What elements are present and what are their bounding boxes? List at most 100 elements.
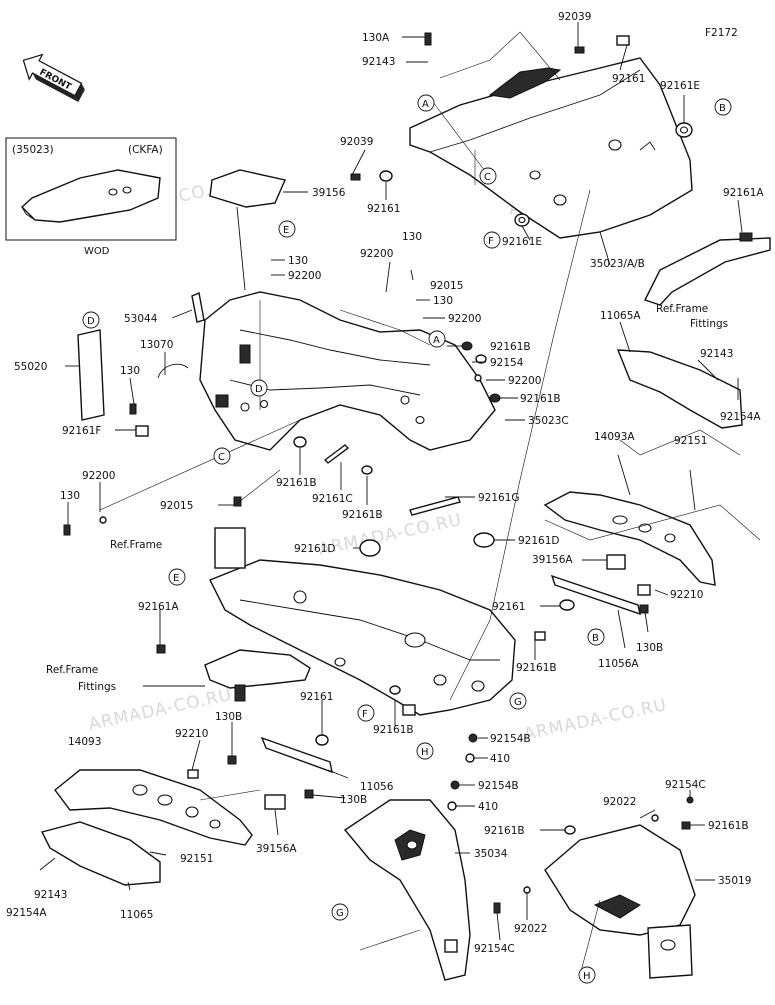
label-53044: 53044: [124, 313, 158, 325]
grab-rail-14093A: [543, 491, 716, 586]
grommet-92161B-e-icon: [681, 821, 691, 830]
label-35034: 35034: [474, 848, 508, 860]
label-92154B-1: 92154B: [490, 733, 531, 745]
label-92210-r: 92210: [670, 589, 703, 601]
figure-code: F2172: [705, 27, 738, 39]
svg-text:C: C: [218, 452, 225, 463]
label-92154: 92154: [490, 357, 524, 369]
grommet-92161-lower-icon: [315, 734, 329, 746]
ref-A-top: A: [417, 94, 435, 112]
label-130-left: 130: [120, 365, 140, 377]
label-ref-frame-fittings-4: Fittings: [78, 681, 116, 693]
nut-92210-left-icon: [187, 769, 199, 779]
label-92200-left: 92200: [82, 470, 115, 482]
label-39156A-r: 39156A: [532, 554, 573, 566]
label-92161B-3: 92161B: [276, 477, 317, 489]
ref-E-top: E: [278, 220, 296, 238]
ref-B-top: B: [714, 98, 732, 116]
label-92200-mid: 92200: [508, 375, 541, 387]
cover-55020: [77, 329, 105, 421]
svg-text:A: A: [422, 99, 429, 110]
svg-text:B: B: [592, 633, 599, 644]
clip-92161A-left-icon: [156, 644, 166, 654]
flap-35019: [544, 824, 696, 979]
ref-C-top: C: [479, 167, 497, 185]
label-11056: 11056: [360, 781, 394, 793]
bolt-130A-icon: [424, 32, 432, 46]
label-92022-b: 92022: [514, 923, 547, 935]
label-ref-frame-fittings-1: Ref.Frame: [656, 303, 708, 315]
label-92161B-4: 92161B: [342, 509, 383, 521]
label-ref-frame-fittings-3: Ref.Frame: [46, 664, 98, 676]
label-130-left2: 130: [60, 490, 80, 502]
rear-fender-35023: [409, 57, 693, 239]
label-92154C-b: 92154C: [474, 943, 515, 955]
ref-F-top: F: [483, 231, 501, 249]
label-92161B-r: 92161B: [516, 662, 557, 674]
bolt-130B-right-icon: [639, 604, 649, 614]
svg-text:F: F: [362, 709, 368, 720]
part-53044: [191, 292, 205, 323]
label-11056A: 11056A: [598, 658, 639, 670]
label-92161-r: 92161: [492, 601, 525, 613]
label-130B-r: 130B: [636, 642, 663, 654]
label-92161B-2: 92161B: [520, 393, 561, 405]
svg-text:H: H: [583, 971, 591, 982]
front-arrow-icon: FRONT: [22, 53, 85, 102]
label-92039-left: 92039: [340, 136, 373, 148]
svg-text:G: G: [336, 908, 344, 919]
label-130-c: 130: [433, 295, 453, 307]
label-130A: 130A: [362, 32, 390, 44]
label-11065: 11065: [120, 909, 153, 921]
label-92161B-1: 92161B: [490, 341, 531, 353]
label-130: 130: [288, 255, 308, 267]
ref-G-bottom: G: [331, 903, 349, 921]
ref-B-right: B: [587, 628, 605, 646]
ref-H-lower: H: [416, 742, 434, 760]
svg-text:E: E: [283, 225, 289, 236]
label-92200: 92200: [288, 270, 321, 282]
svg-text:G: G: [514, 697, 522, 708]
nut-92210-right-icon: [637, 584, 651, 596]
grommet-92161B-right-icon: [534, 631, 546, 641]
label-92143-r: 92143: [700, 348, 733, 360]
label-92143-l: 92143: [34, 889, 67, 901]
label-92039: 92039: [558, 11, 591, 23]
svg-text:A: A: [433, 335, 440, 346]
rail-92161A-top: [644, 232, 771, 306]
label-130-b: 130: [402, 231, 422, 243]
inset-code: (CKFA): [128, 144, 163, 156]
bolt-92154B-icon: [468, 733, 478, 743]
label-35023AB: 35023/A/B: [590, 258, 645, 270]
grommet-92161-right-icon: [559, 599, 575, 611]
label-92161G: 92161G: [478, 492, 520, 504]
label-410-2: 410: [478, 801, 498, 813]
strip-92161G: [409, 496, 461, 516]
label-11065A: 11065A: [600, 310, 641, 322]
svg-text:F: F: [488, 236, 494, 247]
label-92154C-top: 92154C: [665, 779, 706, 791]
bolt-130-icon: [129, 403, 137, 415]
rear-frame: [209, 527, 516, 716]
label-92161E-mid: 92161E: [502, 236, 542, 248]
label-130B-b: 130B: [340, 794, 367, 806]
grommet-92154-icon: [475, 354, 487, 364]
bolt-92154C-b-icon: [493, 902, 501, 914]
part-92161C: [323, 444, 350, 464]
label-39156: 39156: [312, 187, 346, 199]
bolt-130B-lower-icon: [304, 789, 314, 799]
label-92200-c: 92200: [448, 313, 481, 325]
bolt-130B-left-icon: [227, 755, 237, 765]
label-39156A-l: 39156A: [256, 843, 297, 855]
grab-rail-14093: [54, 769, 253, 846]
pad-39156: [209, 169, 286, 208]
washer-92200-mid-icon: [474, 374, 482, 382]
label-92161F: 92161F: [62, 425, 101, 437]
label-92161-mid: 92161: [367, 203, 400, 215]
watermark: ARMADA-CO.RU: [522, 695, 669, 745]
label-92161C: 92161C: [312, 493, 353, 505]
grommet-92161-mid-icon: [379, 170, 393, 182]
label-92154A-l: 92154A: [6, 907, 47, 919]
svg-text:D: D: [87, 316, 95, 327]
